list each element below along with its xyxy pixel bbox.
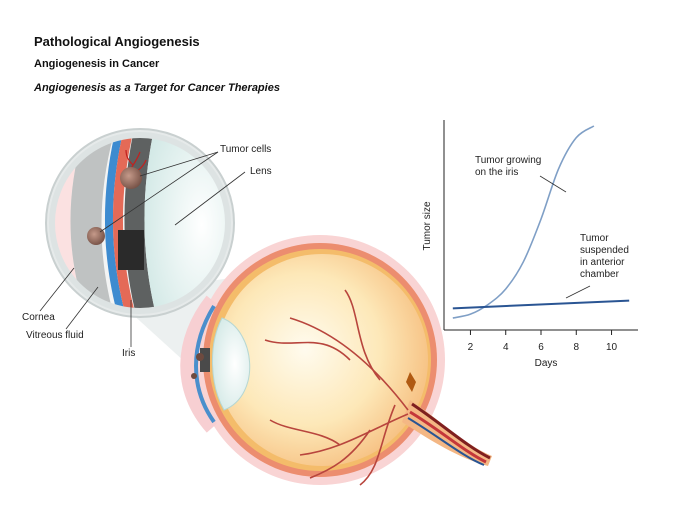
magnifier-inset (45, 128, 235, 318)
label-cornea: Cornea (22, 312, 55, 323)
label-lens: Lens (250, 166, 272, 177)
x-tick-label: 10 (606, 342, 618, 353)
retinal-vessels (264, 289, 409, 486)
y-axis-label: Tumor size (422, 201, 433, 251)
tumor-cluster-upper (120, 167, 142, 189)
page-title: Pathological Angiogenesis (34, 34, 200, 49)
series-label-leader (565, 285, 591, 299)
optic-nerve (402, 400, 492, 466)
x-tick-label: 2 (468, 342, 474, 353)
label-iris: Iris (122, 348, 135, 359)
eyeball (180, 235, 492, 486)
fovea-spot (406, 372, 416, 392)
x-tick-label: 6 (538, 342, 544, 353)
figure-caption: Angiogenesis as a Target for Cancer Ther… (34, 82, 280, 94)
x-tick-label: 8 (573, 342, 579, 353)
x-axis-label: Days (535, 358, 558, 369)
series-line-iris-tumor (452, 125, 595, 319)
x-tick-label: 4 (503, 342, 509, 353)
label-tumor-cells: Tumor cells (220, 144, 271, 155)
lens-small (212, 317, 251, 411)
tumor-cluster-lower (87, 227, 105, 245)
label-vitreous-fluid: Vitreous fluid (26, 330, 84, 341)
series-label-leader (539, 175, 567, 193)
section-subtitle: Angiogenesis in Cancer (34, 58, 160, 70)
leader-lines (39, 151, 246, 347)
series-line-anterior-chamber-tumor (452, 299, 630, 310)
